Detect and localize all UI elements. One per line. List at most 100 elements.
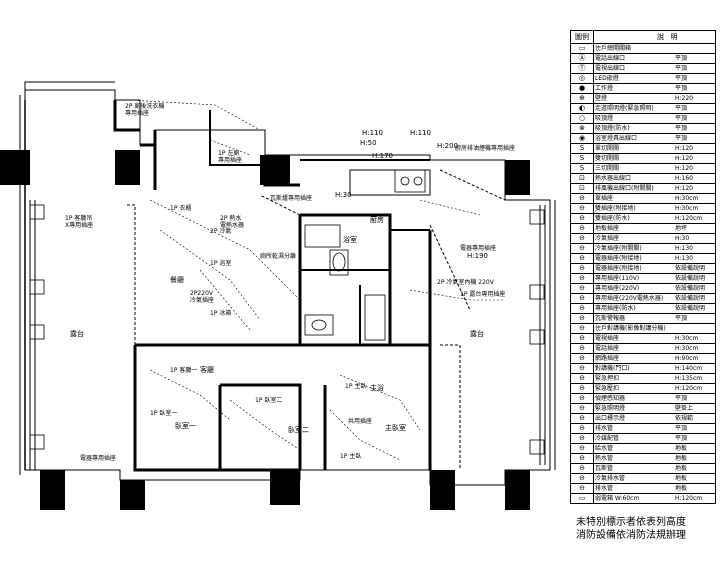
annotation: 共用插座 (348, 417, 372, 425)
legend-row: ⊖冷氣排水管地板 (570, 474, 716, 484)
legend-symbol-icon: ▭ (571, 44, 594, 53)
legend-value: H:135cm (675, 375, 703, 382)
legend-row: ⊗吸頂燈(防水)平頂 (570, 124, 716, 134)
annotation: 1P 浴室 (210, 259, 231, 267)
note-line: 未特別標示者依表列高度 (576, 517, 686, 528)
legend-symbol-icon: ⊖ (571, 334, 594, 343)
legend-value: H:30cm (675, 345, 699, 352)
legend-symbol-icon: ⊖ (571, 364, 594, 373)
room-kitchen: 廚房 (370, 215, 384, 224)
legend-row: ⊖熱水管地板 (570, 454, 716, 464)
legend-value: 平頂 (675, 55, 688, 62)
legend-symbol-icon: ⊖ (571, 384, 594, 393)
legend-label: 排水管 (595, 425, 614, 432)
legend-row: ⊖瓦斯警報器平頂 (570, 314, 716, 324)
legend-symbol-icon: ⊖ (571, 374, 594, 383)
legend-symbol-icon: ⊖ (571, 414, 594, 423)
legend-header-desc2: 明 (670, 33, 678, 41)
legend-label: 冷氣排水管 (595, 475, 626, 482)
note-line: 消防設備依消防法規辦理 (576, 530, 686, 541)
legend-label: 緊急壓扣 (595, 385, 620, 392)
legend-label: 冷氣插座 (595, 235, 620, 242)
annotation: 廁所乾濕分離 (260, 252, 296, 260)
legend-symbol-icon: ⊖ (571, 424, 594, 433)
annotation: 廚房排油煙機專用插座 (455, 144, 515, 152)
legend-label: 對講機(門口) (595, 365, 630, 372)
legend-value: H:220 (675, 95, 693, 102)
legend-symbol-icon: S (571, 144, 594, 153)
legend-value: 地板 (675, 445, 688, 452)
legend-symbol-icon: ⊖ (571, 224, 594, 233)
annotation: 電器專用插座 (80, 454, 116, 462)
column-label: 斜柱 (272, 481, 290, 493)
legend-value: H:30cm (675, 205, 699, 212)
legend-label: 冷氣插座(附開關) (595, 245, 642, 252)
legend-label: 緊急押扣 (595, 375, 620, 382)
legend-symbol-icon: ▭ (571, 494, 594, 503)
annotation: 1P 露台專用插座 (460, 290, 505, 298)
legend-value: H:130 (675, 245, 693, 252)
legend-row: ◐走道照明燈(緊急照明)平頂 (570, 104, 716, 114)
legend-label: 弱電箱 W:60cm (595, 495, 640, 502)
legend-row: ⊖緊急照明燈壁掛上 (570, 404, 716, 414)
annotation: 1P 臥室一 (150, 409, 177, 417)
legend-label: 單插座 (595, 195, 614, 202)
legend-row: ⊖雙插座(防水)H:120cm (570, 214, 716, 224)
legend-symbol-icon: ⊖ (571, 344, 594, 353)
legend-label: 緊急照明燈 (595, 405, 626, 412)
legend-symbol-icon: ⊖ (571, 304, 594, 313)
legend-symbol-icon: ⊖ (571, 264, 594, 273)
legend-value: H:120cm (675, 385, 703, 392)
legend-value: 地板 (675, 455, 688, 462)
legend-label: 熱水器出線口 (595, 175, 632, 182)
legend-symbol-icon: ⊖ (571, 464, 594, 473)
legend-row: ⊖緊急壓扣 H:120cm (570, 384, 716, 394)
legend-symbol-icon: ⊖ (571, 404, 594, 413)
legend-symbol-icon: ⊖ (571, 284, 594, 293)
legend-value: H:90cm (675, 355, 699, 362)
legend-label: 冷媒配管 (595, 435, 620, 442)
legend-value: 依設備說明 (675, 305, 706, 312)
legend-symbol-icon: ⊖ (571, 254, 594, 263)
legend-label: 雙切開關 (595, 155, 620, 162)
legend-label: 電話插座 (595, 345, 620, 352)
legend-value: H:160 (675, 175, 693, 182)
legend-row: ⊖緊急押扣 H:135cm (570, 374, 716, 384)
legend-row: ⊖對講機(門口)H:140cm (570, 364, 716, 374)
legend-symbol-icon: ⊖ (571, 314, 594, 323)
legend-row: ◎LED嵌燈平頂 (570, 74, 716, 84)
legend-value: 平頂 (675, 425, 688, 432)
legend-label: LED嵌燈 (595, 75, 619, 82)
legend-value: H:120 (675, 155, 693, 162)
legend-value: H:120cm (675, 215, 703, 222)
legend-label: 專用插座(防水) (595, 305, 636, 312)
height-label: H:190 (467, 252, 488, 260)
annotation: 2P 冷氣 (210, 227, 231, 235)
legend-row: ⊖電話插座 H:30cm (570, 344, 716, 354)
legend-row: ⊖冷氣插座(附開關)H:130 (570, 244, 716, 254)
legend-value: 平頂 (675, 435, 688, 442)
legend-label: 吸頂燈(防水) (595, 125, 630, 132)
room-living: 客廳 (200, 365, 214, 374)
legend-label: 地板插座 (595, 225, 620, 232)
legend-symbol-icon: ⊖ (571, 434, 594, 443)
legend-label: 電話出線口 (595, 55, 626, 62)
column-label: 斜柱 (122, 488, 140, 500)
legend-symbol-icon: ⊡ (571, 174, 594, 183)
legend-label: 壁燈 (595, 95, 608, 102)
legend-row: ⊡熱水器出線口 H:160 (570, 174, 716, 184)
legend-row: ⊖專用插座(110V)依設備說明 (570, 274, 716, 284)
annotation: 電器專用插座 (460, 244, 496, 252)
legend-label: 給水管 (595, 445, 614, 452)
legend-symbol-icon: ⊖ (571, 354, 594, 363)
height-label: H:110 (362, 129, 383, 137)
legend-symbol-icon: ⊖ (571, 204, 594, 213)
column-label: 斜柱 (118, 163, 136, 175)
legend-row: ○吸頂燈平頂 (570, 114, 716, 124)
annotation: 1P 冰箱 (210, 309, 231, 317)
legend-row: ⊖給水管地板 (570, 444, 716, 454)
